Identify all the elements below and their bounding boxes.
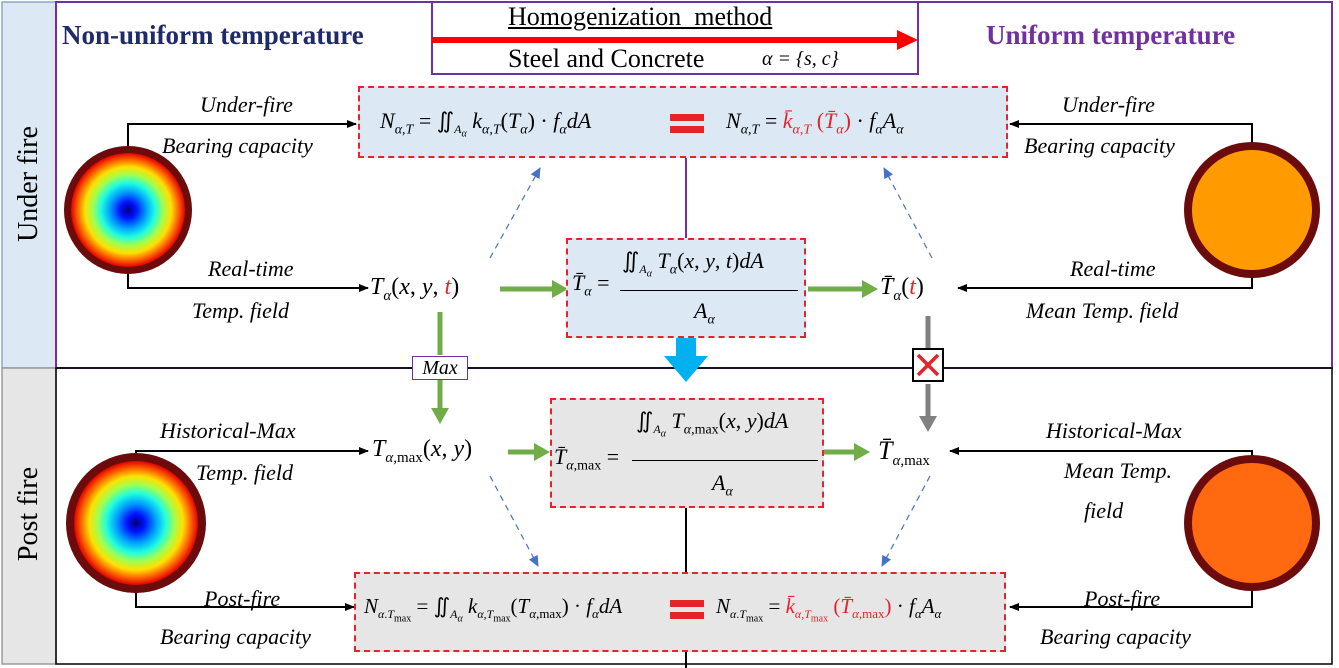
post-fire-side-bg	[1, 367, 57, 665]
label-hist-right-1: Historical-Max	[1046, 418, 1182, 443]
formula-mean-rt-num: ∬Aα Tα(x, y, t)dA	[622, 248, 764, 280]
realtime-mean-box	[566, 238, 806, 338]
right-title: Uniform temperature	[986, 20, 1236, 50]
label-underfire-left-2: Bearing capacity	[162, 133, 313, 158]
x-icon	[912, 348, 944, 382]
label-hist-right-3: field	[1084, 498, 1124, 523]
label-realtime-right-1: Real-time	[1070, 256, 1156, 281]
mean-max-lhs: T̄α,max =	[554, 444, 620, 474]
label-post-left-1: Post-fire	[204, 586, 281, 611]
label-realtime-left-2: Temp. field	[192, 298, 289, 323]
label-realtime-right-2: Mean Temp. field	[1026, 298, 1179, 323]
label-hist-left-1: Historical-Max	[160, 418, 296, 443]
formula-mean-max-num: ∬Aα Tα,max(x, y)dA	[636, 408, 789, 440]
label-post-left-2: Bearing capacity	[160, 624, 311, 649]
underfire-capacity-box	[358, 86, 1008, 158]
label-post-right-2: Bearing capacity	[1040, 624, 1191, 649]
under-fire-side-bg	[1, 1, 57, 369]
formula-t-field: Tα(x, y, t)	[370, 274, 460, 304]
formula-mean-rt-den: Aα	[694, 298, 715, 328]
max-tag-label: Max	[422, 357, 458, 379]
alpha-set: α = {s, c}	[762, 48, 839, 70]
formula-t-max-mean: T̄α,max	[878, 436, 930, 470]
mean-rt-lhs: T̄α =	[572, 270, 610, 300]
label-realtime-left-1: Real-time	[208, 256, 294, 281]
row-label-under-fire: Under fire	[13, 126, 44, 242]
row-label-post-fire: Post fire	[13, 466, 44, 562]
materials-label: Steel and Concrete	[508, 44, 705, 73]
formula-mean-max-den: Aα	[712, 470, 733, 500]
formula-postfire-right: Nα.Tmax = k̄α,Tmax (T̄α,max) · fαAα	[716, 594, 942, 625]
label-underfire-right-2: Bearing capacity	[1024, 133, 1175, 158]
formula-underfire-right: Nα,T = k̄α,T (T̄α) · fαAα	[726, 108, 904, 138]
formula-postfire-left: Nα.Tmax = ∬Aα kα,Tmax(Tα,max) · fαdA	[364, 594, 623, 625]
left-title: Non-uniform temperature	[62, 20, 364, 50]
label-hist-right-2: Mean Temp.	[1064, 458, 1172, 483]
method-label: Homogenization method	[508, 2, 773, 31]
formula-underfire-left: Nα,T = ∬Aα kα,T(Tα) · fαdA	[380, 108, 592, 140]
histmax-mean-box	[550, 398, 824, 508]
label-post-right-1: Post-fire	[1084, 586, 1161, 611]
label-underfire-left-1: Under-fire	[200, 92, 293, 117]
formula-t-mean: T̄α(t)	[880, 274, 924, 304]
label-underfire-right-1: Under-fire	[1062, 92, 1155, 117]
formula-t-max-field: Tα,max(x, y)	[372, 436, 473, 466]
label-hist-left-2: Temp. field	[196, 460, 293, 485]
max-tag: Max	[412, 356, 468, 380]
